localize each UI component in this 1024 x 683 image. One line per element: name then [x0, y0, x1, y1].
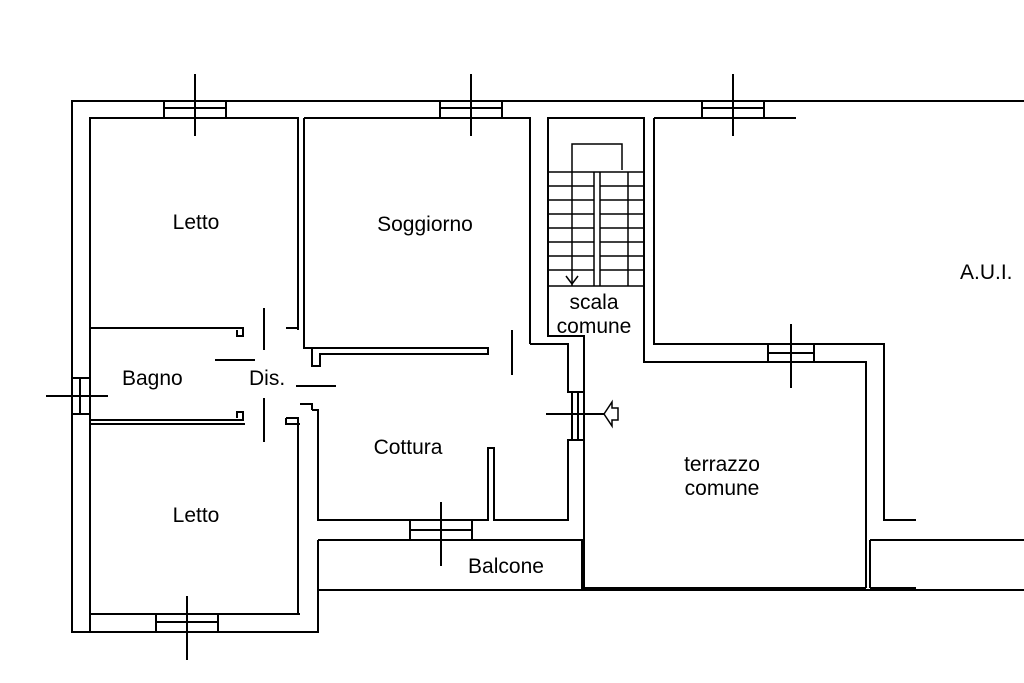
room-label-bagno: Bagno [122, 367, 183, 390]
entrance-arrow-icon [603, 399, 619, 429]
room-label-cottura: Cottura [373, 436, 443, 459]
entrance-door [546, 391, 604, 441]
window-cottura [409, 502, 473, 566]
window-terrazzo [767, 324, 815, 388]
room-label-letto-bottom: Letto [172, 504, 220, 527]
window-soggiorno [439, 74, 503, 136]
window-letto-bottom [155, 596, 219, 660]
room-label-scala-line1: scala [569, 291, 619, 314]
window-aui [701, 74, 765, 136]
room-label-terrazzo-line1: terrazzo [684, 453, 760, 476]
room-soggiorno-walls [303, 117, 531, 375]
room-label-dis: Dis. [249, 367, 286, 390]
room-label-soggiorno: Soggiorno [377, 213, 473, 236]
room-label-scala-line2: comune [556, 315, 632, 338]
room-letto-bottom-walls [90, 417, 300, 614]
stairs [548, 143, 644, 287]
room-label-terrazzo-line2: comune [684, 477, 760, 500]
room-bagno-walls [90, 359, 255, 421]
room-label-aui: A.U.I. [960, 261, 1013, 284]
room-dis-walls [263, 308, 336, 442]
room-label-letto-top: Letto [172, 211, 220, 234]
room-letto-top-walls [90, 322, 299, 337]
window-bagno [46, 377, 108, 415]
window-letto-top [163, 74, 227, 136]
room-label-balcone: Balcone [468, 555, 544, 578]
room-balcone-walls [317, 539, 583, 590]
